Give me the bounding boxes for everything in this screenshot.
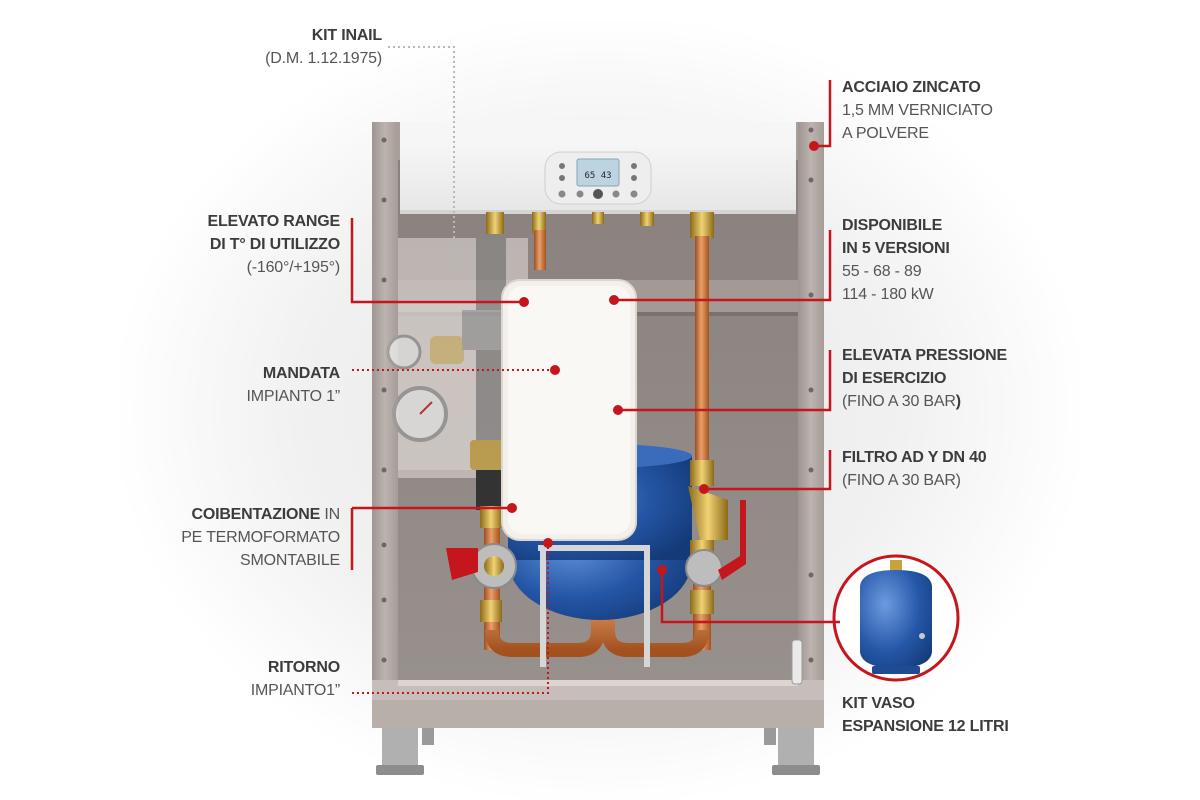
- label-mandata-title: MANDATA: [262, 365, 340, 382]
- valve-group-left: [446, 470, 517, 622]
- label-filtro: FILTRO AD Y DN 40 (FINO A 30 BAR): [842, 446, 987, 492]
- label-range-line1: ELEVATO RANGE: [207, 213, 340, 230]
- label-coibentazione: COIBENTAZIONE IN PE TERMOFORMATO SMONTAB…: [181, 503, 340, 572]
- label-acciaio-line2: 1,5 MM VERNICIATO: [842, 102, 993, 119]
- label-kit-inail: KIT INAIL (D.M. 1.12.1975): [265, 24, 382, 70]
- level-gauge: [791, 639, 803, 685]
- label-vaso: KIT VASO ESPANSIONE 12 LITRI: [842, 692, 1009, 738]
- label-range-line3: (-160°/+195°): [246, 259, 341, 276]
- label-disponibile-line3: 55 - 68 - 89: [842, 263, 922, 280]
- label-mandata: MANDATA IMPIANTO 1”: [246, 362, 340, 408]
- control-panel: [544, 151, 652, 205]
- label-range: ELEVATO RANGE DI T° DI UTILIZZO (-160°/+…: [207, 210, 340, 279]
- label-ritorno: RITORNO IMPIANTO1”: [251, 656, 340, 702]
- leader-dots: [507, 141, 819, 575]
- label-filtro-sub: (FINO A 30 BAR): [842, 472, 961, 489]
- label-coibentazione-rest: IN: [320, 506, 340, 523]
- label-acciaio-line3: A POLVERE: [842, 125, 929, 142]
- leader-lines: [350, 46, 840, 694]
- label-acciaio-title: ACCIAIO ZINCATO: [842, 79, 981, 96]
- label-filtro-title: FILTRO AD Y DN 40: [842, 449, 987, 466]
- label-vaso-line2: ESPANSIONE 12 LITRI: [842, 718, 1009, 735]
- label-acciaio: ACCIAIO ZINCATO 1,5 MM VERNICIATO A POLV…: [842, 76, 993, 145]
- label-pressione-line3: (FINO A 30 BAR: [842, 393, 956, 410]
- label-ritorno-sub: IMPIANTO1”: [250, 682, 340, 699]
- expansion-vessel-kit: [832, 554, 960, 682]
- label-coibentazione-bold: COIBENTAZIONE: [191, 506, 321, 523]
- support-bracket: [538, 545, 650, 551]
- insulation-cover: [501, 279, 637, 541]
- label-coibentazione-line2: PE TERMOFORMATO: [181, 529, 340, 546]
- label-pressione-line1: ELEVATA PRESSIONE: [842, 347, 1007, 364]
- display-reading: 65 43: [584, 171, 611, 181]
- label-vaso-line1: KIT VASO: [842, 695, 915, 712]
- valve-group-right: [685, 460, 746, 614]
- label-pressione: ELEVATA PRESSIONE DI ESERCIZIO (FINO A 3…: [842, 344, 1007, 413]
- label-pressione-line2: DI ESERCIZIO: [842, 370, 947, 387]
- label-disponibile-line2: IN 5 VERSIONI: [842, 240, 950, 257]
- label-disponibile-line4: 114 - 180 kW: [842, 286, 934, 303]
- support-bracket-right: [644, 545, 650, 667]
- pipe-connections: [486, 212, 714, 238]
- label-disponibile-line1: DISPONIBILE: [842, 217, 943, 234]
- label-disponibile: DISPONIBILE IN 5 VERSIONI 55 - 68 - 89 1…: [842, 214, 950, 306]
- label-pressione-line3-end: ): [955, 393, 961, 410]
- support-bracket-left: [540, 545, 546, 667]
- label-coibentazione-line3: SMONTABILE: [240, 552, 340, 569]
- label-kit-inail-title: KIT INAIL: [311, 27, 382, 44]
- label-ritorno-title: RITORNO: [267, 659, 340, 676]
- label-kit-inail-sub: (D.M. 1.12.1975): [265, 50, 382, 67]
- label-range-line2: DI T° DI UTILIZZO: [209, 236, 340, 253]
- cabinet-feet: [376, 725, 820, 775]
- label-mandata-sub: IMPIANTO 1”: [246, 388, 340, 405]
